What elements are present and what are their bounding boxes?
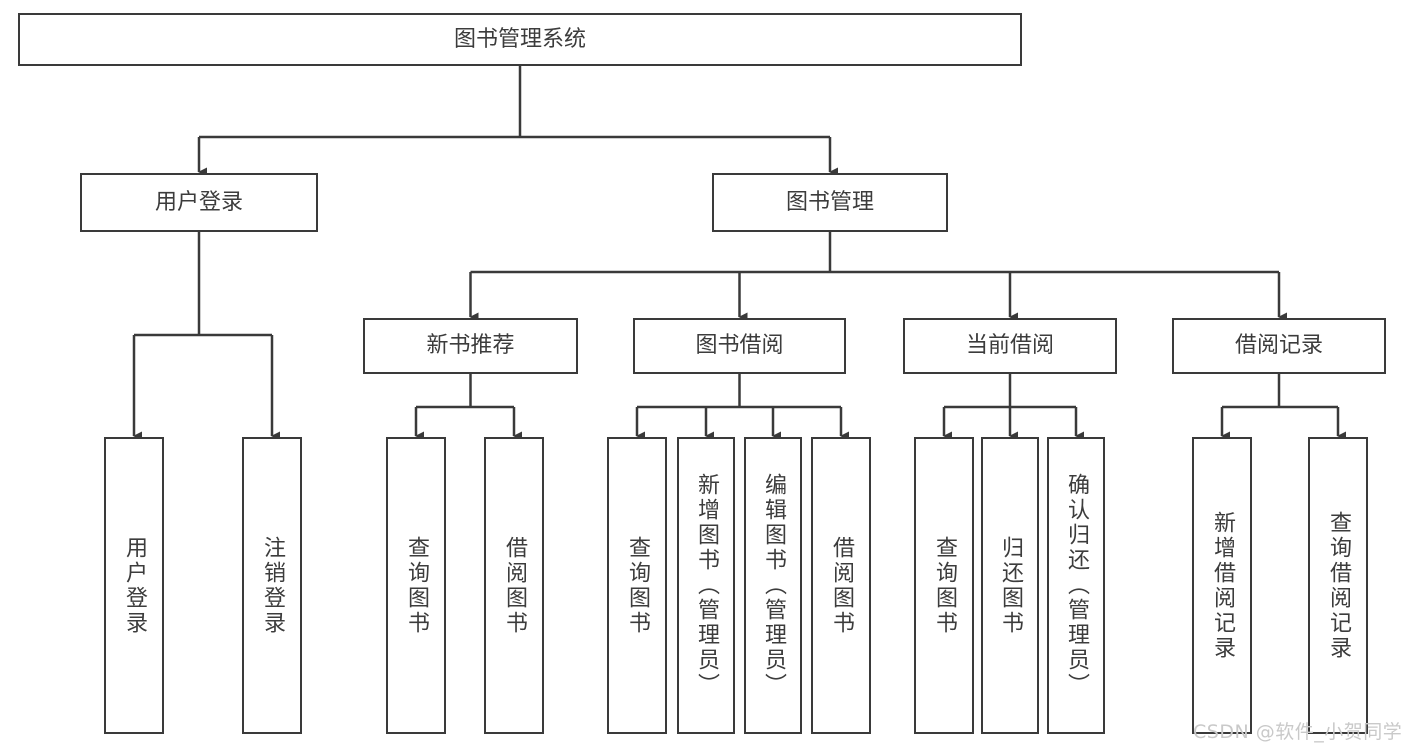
node-newbook[interactable]: 新书推荐 <box>363 318 578 374</box>
node-leaf-bw-add[interactable]: 新增图书（管理员） <box>677 437 735 734</box>
node-label: 图书借阅 <box>695 333 784 359</box>
node-leaf-rec-add[interactable]: 新增借阅记录 <box>1192 437 1252 734</box>
node-root[interactable]: 图书管理系统 <box>18 13 1022 66</box>
node-bookmgmt[interactable]: 图书管理 <box>712 173 948 232</box>
node-label: 编辑图书（管理员） <box>760 473 786 698</box>
node-borrow[interactable]: 图书借阅 <box>633 318 846 374</box>
node-leaf-nb-borrow[interactable]: 借阅图书 <box>484 437 544 734</box>
node-leaf-rec-query[interactable]: 查询借阅记录 <box>1308 437 1368 734</box>
node-leaf-cur-confirm[interactable]: 确认归还（管理员） <box>1047 437 1105 734</box>
node-label: 新增图书（管理员） <box>693 473 719 698</box>
node-leaf-cur-return[interactable]: 归还图书 <box>981 437 1039 734</box>
node-label: 借阅图书 <box>828 535 854 636</box>
node-label: 新书推荐 <box>426 333 515 359</box>
node-label: 查询图书 <box>931 535 957 636</box>
node-label: 图书管理 <box>785 189 874 215</box>
node-record[interactable]: 借阅记录 <box>1172 318 1386 374</box>
node-login[interactable]: 用户登录 <box>80 173 318 232</box>
node-label: 确认归还（管理员） <box>1063 473 1089 698</box>
node-leaf-nb-query[interactable]: 查询图书 <box>386 437 446 734</box>
node-label: 归还图书 <box>997 535 1023 636</box>
node-leaf-bw-borrow[interactable]: 借阅图书 <box>811 437 871 734</box>
watermark-label: CSDN @软件_小贺同学 <box>1193 721 1403 743</box>
node-label: 当前借阅 <box>965 333 1054 359</box>
node-current[interactable]: 当前借阅 <box>903 318 1117 374</box>
node-leaf-bw-edit[interactable]: 编辑图书（管理员） <box>744 437 802 734</box>
node-label: 用户登录 <box>121 535 147 636</box>
node-leaf-user-logout[interactable]: 注销登录 <box>242 437 302 734</box>
node-leaf-cur-query[interactable]: 查询图书 <box>914 437 974 734</box>
node-label: 借阅记录 <box>1234 333 1323 359</box>
node-label: 查询图书 <box>403 535 429 636</box>
node-leaf-user-login[interactable]: 用户登录 <box>104 437 164 734</box>
node-label: 借阅图书 <box>501 535 527 636</box>
node-label: 新增借阅记录 <box>1209 510 1235 661</box>
node-label: 用户登录 <box>154 189 243 215</box>
node-label: 查询借阅记录 <box>1325 510 1351 661</box>
tree-connectors <box>132 66 1346 441</box>
node-label: 注销登录 <box>259 535 285 636</box>
node-label: 查询图书 <box>624 535 650 636</box>
node-label: 图书管理系统 <box>453 26 586 52</box>
node-leaf-bw-query[interactable]: 查询图书 <box>607 437 667 734</box>
